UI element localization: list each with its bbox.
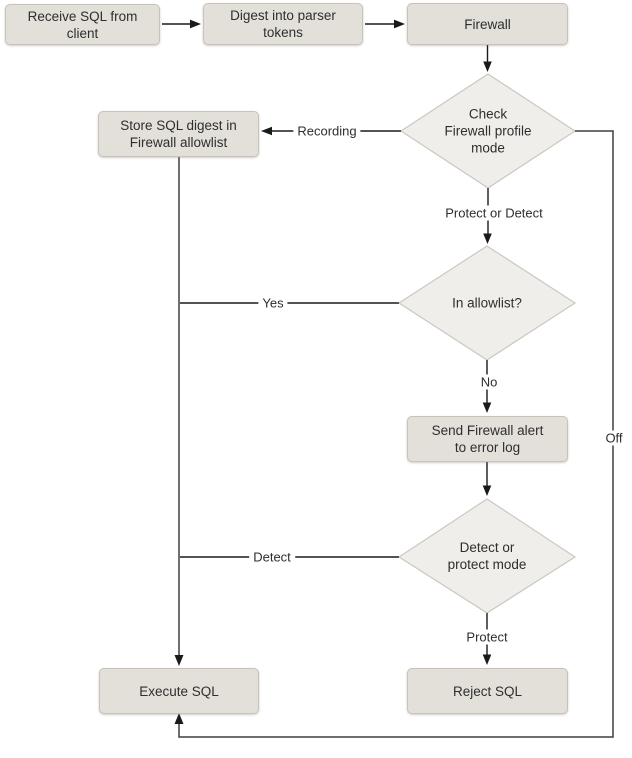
node-store-digest: Store SQL digest in Firewall allowlist (98, 111, 259, 157)
arrowhead-down-icon (482, 654, 492, 665)
decision-detect-or-protect-label: Detect or protect mode (447, 540, 527, 572)
edge-label-no: No (476, 374, 502, 390)
edge-label-off: Off (601, 430, 627, 446)
decision-check-profile-mode-label: Check Firewall profile mode (444, 106, 532, 156)
node-execute-sql: Execute SQL (99, 668, 259, 714)
edge-label-recording: Recording (293, 123, 361, 139)
node-firewall: Firewall (407, 3, 568, 45)
node-digest-tokens: Digest into parser tokens (203, 3, 363, 45)
decision-in-allowlist-label: In allowlist? (452, 295, 522, 311)
edge-label-protect: Protect (462, 629, 512, 645)
edge-off-loop (178, 130, 614, 738)
arrowhead-left-icon (261, 126, 272, 136)
arrowhead-right-icon (394, 19, 405, 29)
edge-label-yes: Yes (258, 295, 288, 311)
arrowhead-up-icon (174, 713, 184, 724)
arrowhead-down-icon (483, 61, 492, 72)
arrowhead-down-icon (482, 402, 492, 413)
node-reject-sql: Reject SQL (407, 668, 568, 714)
arrowhead-down-icon (174, 655, 184, 666)
arrowhead-down-icon (482, 485, 492, 496)
node-send-alert: Send Firewall alert to error log (407, 416, 568, 462)
arrowhead-right-icon (190, 19, 201, 29)
arrowhead-down-icon (483, 233, 492, 244)
node-receive-sql: Receive SQL from client (5, 4, 160, 45)
edge-label-protect-or-detect: Protect or Detect (441, 205, 547, 221)
edge-label-detect: Detect (249, 549, 295, 565)
